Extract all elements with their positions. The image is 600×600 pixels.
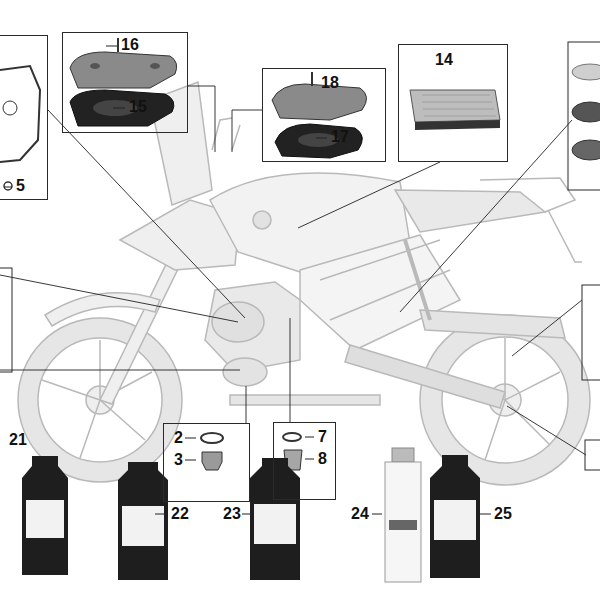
edge-boxes [0, 42, 600, 470]
callout-number: 14 [434, 51, 454, 69]
callout-number: 18 [320, 74, 340, 92]
callout-number: 7 [317, 428, 328, 446]
callout-number: 8 [317, 450, 328, 468]
callout-number: 23 [222, 505, 242, 523]
callout-number: 21 [8, 431, 28, 449]
callout-number: 15 [128, 98, 148, 116]
callout-number: 25 [493, 505, 513, 523]
callout-number: 3 [173, 451, 184, 469]
leader-lines [0, 86, 586, 455]
callout-inset-box: 14 [398, 44, 508, 162]
callout-dashes [4, 187, 491, 514]
motorcycle-body [18, 82, 590, 485]
callout-inset-box: 5 [0, 35, 48, 200]
callout-inset-box: 23 [163, 423, 250, 502]
callout-number: 17 [330, 128, 350, 146]
callout-number: 16 [120, 36, 140, 54]
callout-number: 22 [170, 505, 190, 523]
callout-inset-box: 1817 [262, 68, 386, 162]
inset-parts [0, 38, 600, 470]
fluid-bottles [22, 448, 480, 582]
callout-inset-box: 1615 [62, 32, 188, 133]
callout-number: 5 [15, 177, 26, 195]
callout-inset-box: 78 [273, 422, 336, 500]
callout-number: 24 [350, 505, 370, 523]
callout-number: 2 [173, 429, 184, 447]
